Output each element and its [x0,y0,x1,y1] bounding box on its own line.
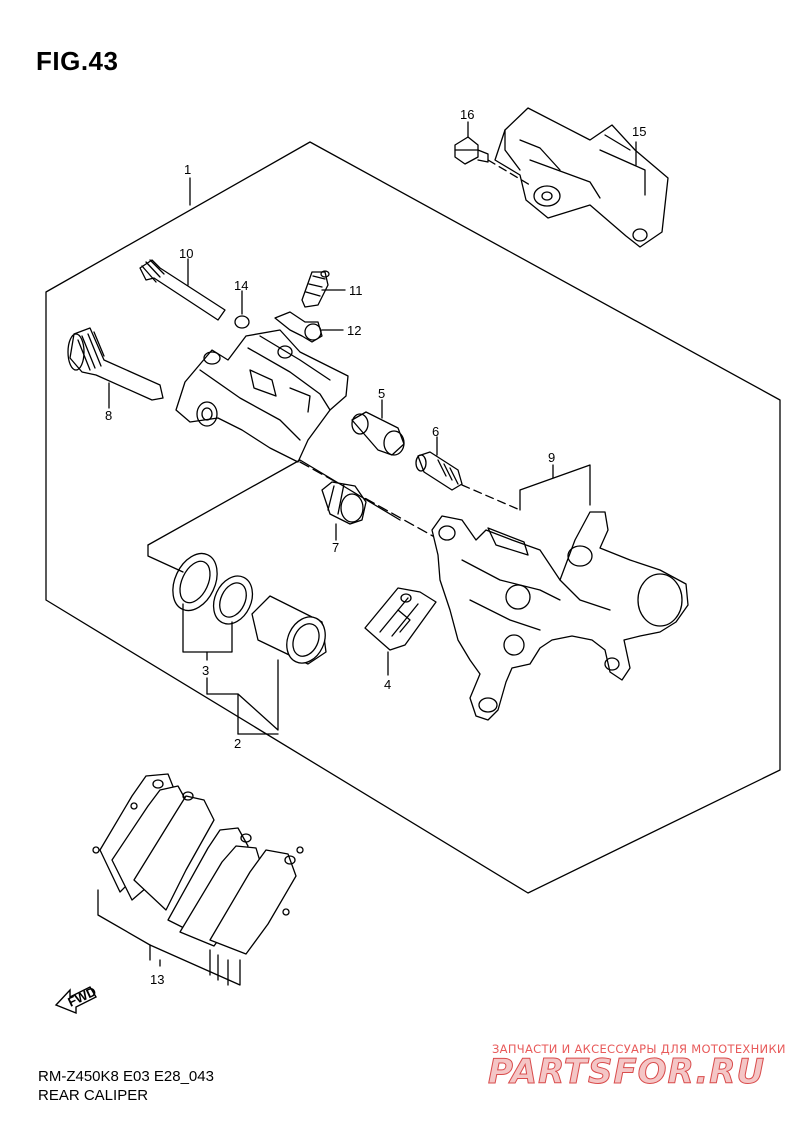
callout-3: 3 [202,663,209,678]
fwd-arrow-icon: FWD [54,984,99,1015]
figure-title: FIG.43 [36,46,119,76]
boot-part [321,481,367,525]
bracket-part [494,107,669,248]
washer-part [234,315,250,329]
callout-4: 4 [384,677,391,692]
leader-13 [97,889,151,961]
bolt-part [454,136,489,165]
callout-14: 14 [234,278,248,293]
assembly-outline [45,141,781,894]
callout-6: 6 [432,424,439,439]
callout-16: 16 [460,107,474,122]
callout-7: 7 [332,540,339,555]
seal-part-2 [212,575,254,625]
leader-15 [604,134,631,151]
callout-8: 8 [105,408,112,423]
axis-line-16 [487,159,531,186]
leader-9 [519,464,591,511]
sleeve-part [351,411,405,456]
leader-2 [206,659,279,731]
axis-line-main [299,461,441,541]
axis-line-piston [147,459,401,546]
small-pin-part [415,451,463,491]
callout-2: 2 [234,736,241,751]
callout-15: 15 [632,124,646,139]
caliper-body-part [175,329,349,463]
callout-10: 10 [179,246,193,261]
axis-line-6 [461,484,521,511]
pad-spring-part [364,587,437,651]
seal-part-1 [172,552,218,612]
watermark-caption: ЗАПЧАСТИ И АКСЕССУАРЫ ДЛЯ МОТОТЕХНИКИ [492,1042,786,1056]
callout-1: 1 [184,162,191,177]
footer-name: REAR CALIPER [38,1087,149,1104]
pin-part [139,259,226,321]
caliper-bracket-part [431,511,689,721]
fwd-label: FWD [65,984,98,1010]
footer-code: RM-Z450K8 E03 E28_043 [38,1068,214,1085]
slide-bolt-part [67,327,164,401]
watermark-logo: PARTSFOR.RU [487,1052,766,1093]
callout-5: 5 [378,386,385,401]
brake-pads-part [92,773,304,955]
callout-11: 11 [349,283,363,298]
cap-part [274,311,323,343]
callout-12: 12 [347,323,361,338]
callout-13: 13 [150,972,164,987]
bleeder-part [301,270,330,308]
piston-part [251,595,327,665]
callout-9: 9 [548,450,555,465]
